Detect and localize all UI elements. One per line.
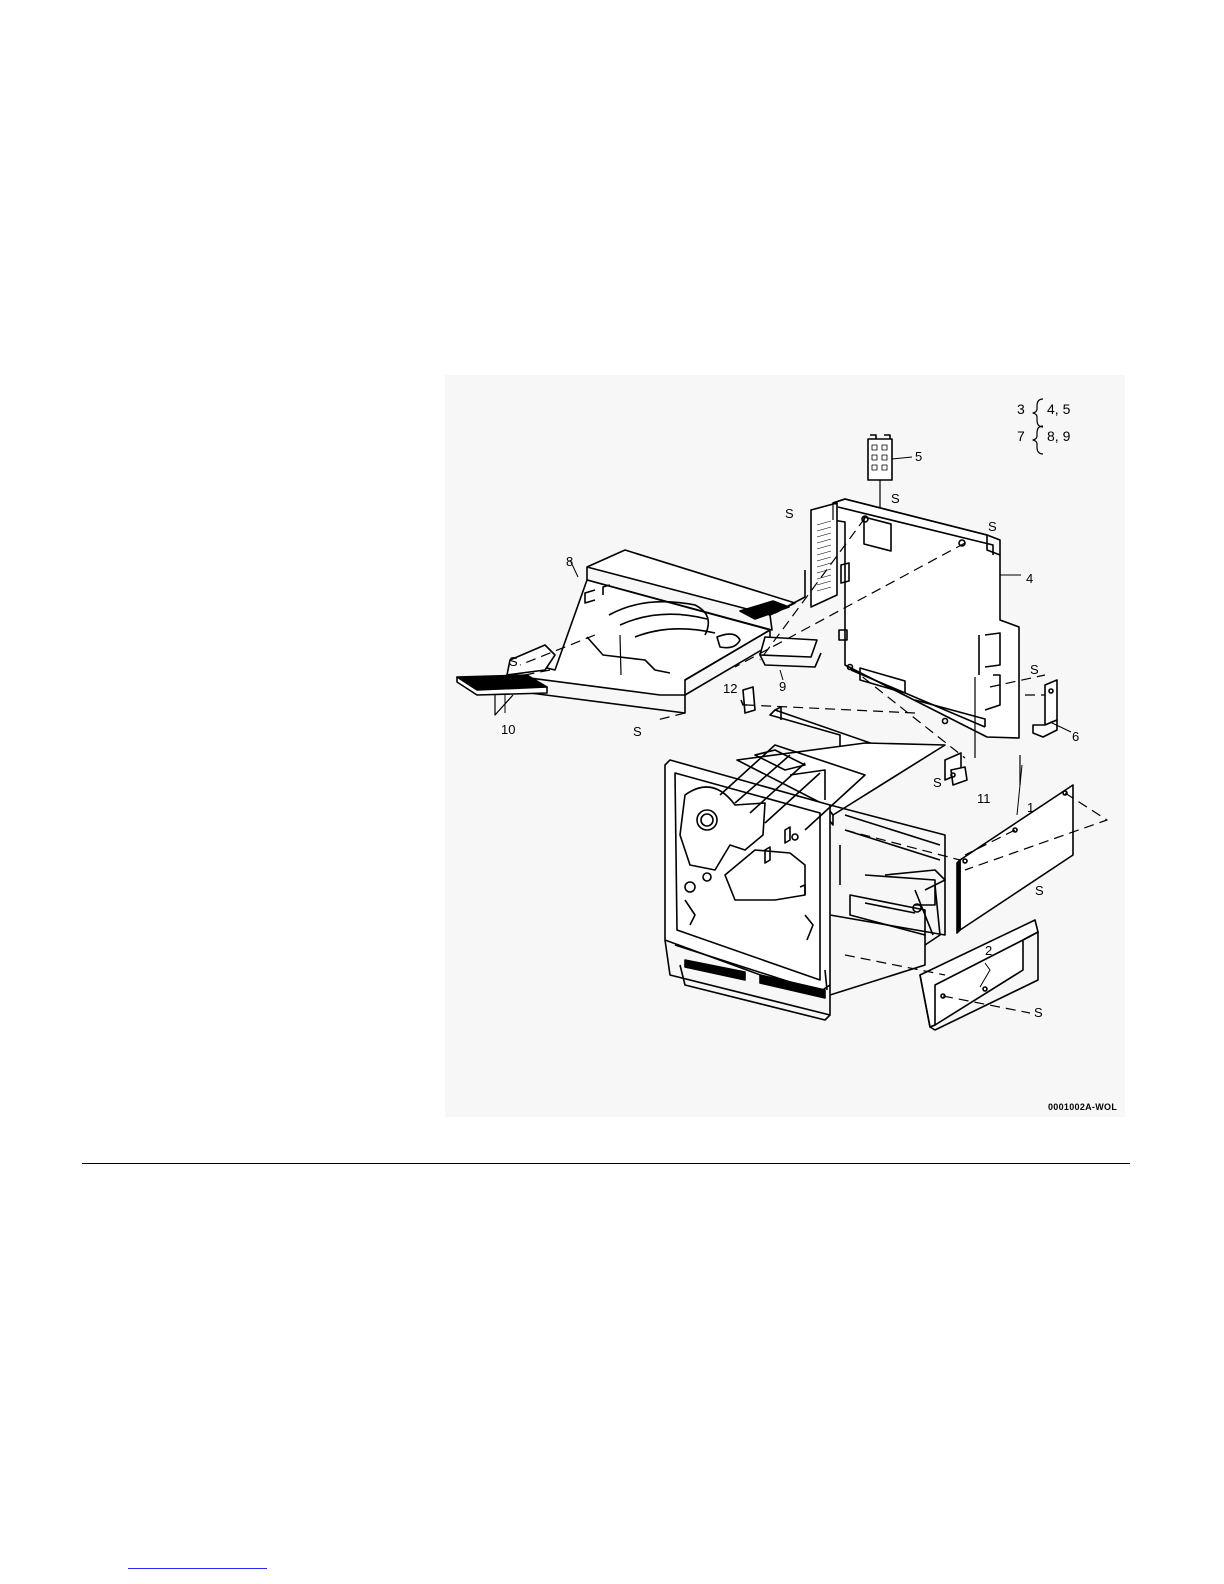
- legend-parent-7: 7: [1017, 428, 1025, 444]
- legend-children-3: 4, 5: [1047, 401, 1071, 417]
- callout-10: 10: [501, 722, 515, 737]
- figure-id: 0001002A-WOL: [1048, 1102, 1117, 1112]
- screw-label: S: [633, 724, 642, 739]
- part-5-connector: [868, 435, 912, 510]
- part-4-rear-frame: [811, 499, 1021, 738]
- screw-label: S: [1035, 883, 1044, 898]
- screw-label: S: [1034, 1005, 1043, 1020]
- callout-11: 11: [977, 791, 991, 806]
- callout-9: 9: [779, 679, 786, 694]
- screw-label: S: [933, 775, 942, 790]
- part-6-bracket: [1033, 680, 1071, 737]
- callout-8: 8: [566, 554, 573, 569]
- callout-1: 1: [1027, 800, 1034, 815]
- part-8-top-cover: [507, 550, 805, 713]
- part-1-side-cover: [957, 765, 1073, 933]
- screw-label: S: [891, 491, 900, 506]
- chassis-main-frame: [665, 707, 945, 1020]
- footer-link-underline[interactable]: [128, 1568, 267, 1569]
- callout-5: 5: [915, 449, 922, 464]
- legend-brace: [1033, 426, 1043, 454]
- legend-brace: [1033, 399, 1043, 427]
- part-11-bracket: [945, 753, 967, 785]
- part-10-tray-extension: [457, 675, 547, 715]
- part-9-support: [760, 637, 821, 680]
- legend-children-7: 8, 9: [1047, 428, 1071, 444]
- horizontal-rule: [82, 1163, 1130, 1164]
- screw-label: S: [785, 506, 794, 521]
- callout-4: 4: [1026, 571, 1033, 586]
- screw-label: S: [1030, 662, 1039, 677]
- callout-12: 12: [723, 681, 737, 696]
- legend: 3 4, 5 7 8, 9: [1017, 399, 1071, 454]
- screw-label: S: [988, 519, 997, 534]
- legend-parent-3: 3: [1017, 401, 1025, 417]
- callout-6: 6: [1072, 729, 1079, 744]
- part-12-small-bracket: [741, 687, 755, 713]
- exploded-parts-diagram: 3 4, 5 7 8, 9: [445, 375, 1125, 1117]
- callout-2: 2: [985, 943, 992, 958]
- screw-label: S: [509, 654, 518, 669]
